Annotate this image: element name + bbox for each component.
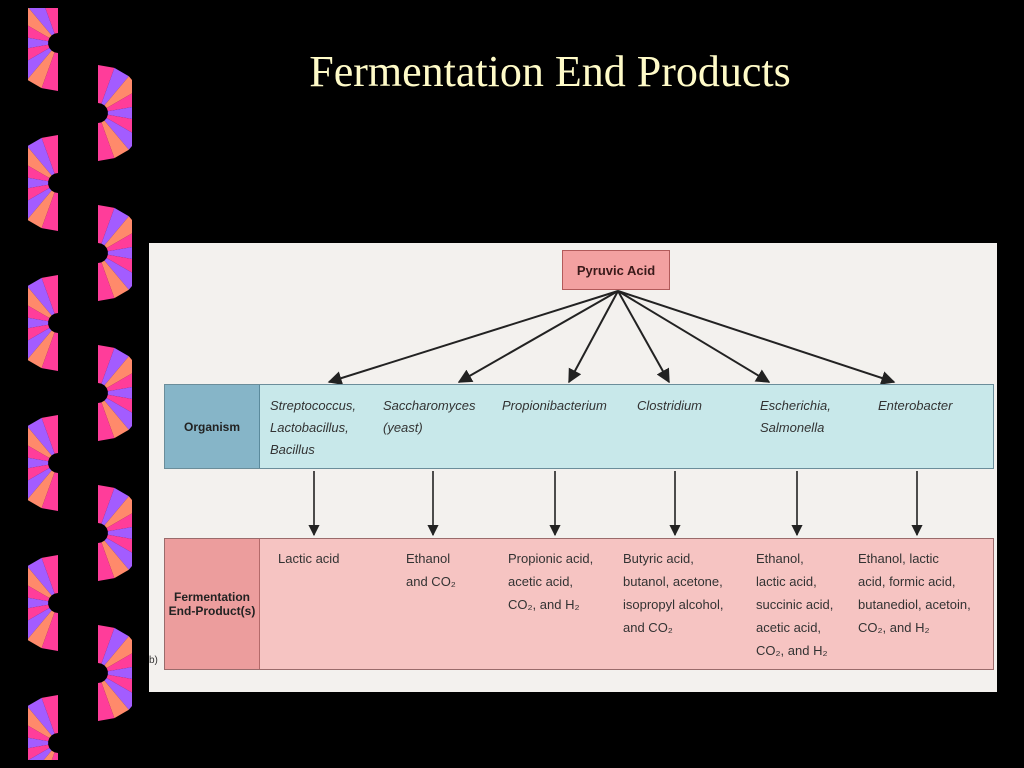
product-line: Ethanol, lactic	[858, 551, 939, 566]
ribbon-segment	[98, 485, 132, 581]
organism-cell: Escherichia, Salmonella	[760, 398, 831, 435]
organism-cell: Saccharomyces (yeast)	[383, 398, 476, 435]
product-line: and CO₂	[623, 620, 673, 635]
product-line: Butyric acid,	[623, 551, 694, 566]
product-line: isopropyl alcohol,	[623, 597, 724, 612]
ribbon-segment	[28, 415, 58, 511]
organism-cell: Propionibacterium	[502, 398, 607, 413]
product-line: CO₂, and H₂	[756, 643, 828, 658]
end-product-label-line2: End-Product(s)	[168, 604, 256, 618]
product-line: Ethanol	[406, 551, 451, 566]
ribbon-segment	[28, 8, 58, 91]
product-cell: Ethanol, lactic acid, succinic acid, acetic…	[756, 547, 833, 662]
branch-arrow	[327, 290, 619, 385]
product-cell: Ethanol, lactic acid, formic acid, butaned…	[858, 547, 971, 639]
product-line: butanediol, acetoin,	[858, 597, 971, 612]
ribbon-segment	[98, 625, 132, 721]
product-line: butanol, acetone,	[623, 574, 723, 589]
organism-label: Organism	[165, 385, 260, 468]
product-line: lactic acid,	[756, 574, 817, 589]
product-line: Ethanol,	[756, 551, 804, 566]
branch-arrow	[617, 290, 896, 385]
end-product-band: Fermentation End-Product(s) Lactic acid …	[164, 538, 994, 670]
product-line: CO₂, and H₂	[508, 597, 580, 612]
organism-band: Organism Streptococcus, Lactobacillus, B…	[164, 384, 994, 469]
figure-letter: b)	[149, 655, 158, 666]
product-cell: Propionic acid, acetic acid, CO₂, and H₂	[508, 547, 593, 616]
ribbon-segment	[98, 345, 132, 441]
product-line: Propionic acid,	[508, 551, 594, 566]
organism-cell: Enterobacter	[878, 398, 953, 413]
branch-arrow	[617, 290, 670, 384]
product-cell: Ethanol and CO₂	[406, 547, 456, 593]
product-line: acetic acid,	[756, 620, 822, 635]
product-line: CO₂, and H₂	[858, 620, 930, 635]
organism-cell: Clostridium	[637, 398, 703, 413]
branch-arrow	[617, 290, 771, 383]
fermentation-diagram: Pyruvic Acid Organism Streptococcus, Lac…	[149, 243, 997, 692]
pyruvic-acid-box: Pyruvic Acid	[562, 250, 670, 290]
product-cell: Butyric acid, butanol, acetone, isopropyl …	[623, 547, 723, 639]
decorative-ribbon	[28, 8, 132, 760]
slide-title: Fermentation End Products	[309, 47, 791, 96]
ribbon-segment	[28, 135, 58, 231]
product-line: acid, formic acid,	[858, 574, 956, 589]
product-line: Lactic acid	[278, 551, 340, 566]
end-product-label-line1: Fermentation	[173, 590, 250, 604]
branch-arrow	[568, 290, 619, 384]
diagram-arrows	[308, 290, 923, 537]
ribbon-segment	[98, 205, 132, 301]
ribbon-segment	[28, 695, 58, 760]
product-line: and CO₂	[406, 574, 456, 589]
product-cell: Lactic acid	[278, 547, 339, 570]
product-line: acetic acid,	[508, 574, 574, 589]
organism-cell: Streptococcus, Lactobacillus, Bacillus	[270, 398, 356, 457]
branch-arrow	[457, 290, 619, 383]
product-line: succinic acid,	[756, 597, 834, 612]
end-product-label: Fermentation End-Product(s)	[165, 539, 260, 669]
ribbon-segment	[98, 65, 132, 161]
ribbon-segment	[28, 555, 58, 651]
ribbon-segment	[28, 275, 58, 371]
